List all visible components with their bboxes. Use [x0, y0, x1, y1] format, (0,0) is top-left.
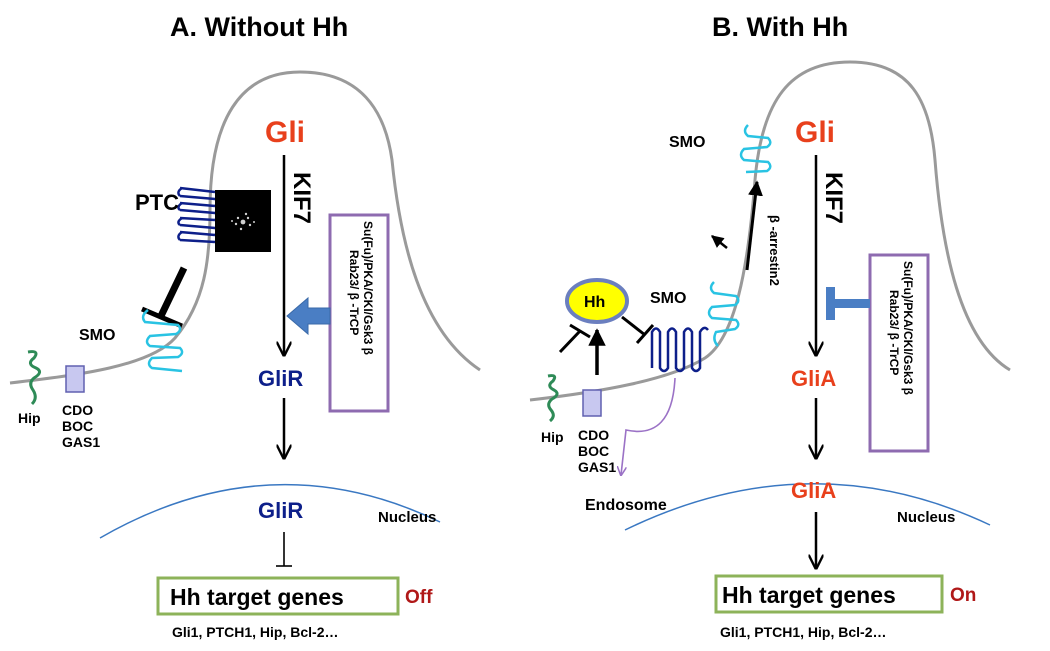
panel-a-gene-list: Gli1, PTCH1, Hip, Bcl-2…	[172, 624, 338, 640]
panel-a-smo-label: SMO	[79, 327, 115, 344]
panel-b-inhibitor-line1: Su(Fu)/PKA/CKI/Gsk3 β	[901, 261, 915, 395]
panel-a-target-genes: Hh target genes	[170, 584, 344, 610]
panel-b-cdo-receptor	[582, 389, 602, 417]
panel-b-smo-top-label: SMO	[669, 134, 705, 151]
panel-a-smo-receptor	[141, 309, 184, 373]
panel-b-arrestin-label: β -arrestin2	[767, 215, 782, 286]
panel-a-nucleus-envelope	[99, 483, 441, 539]
panel-a: A. Without Hh Nucleus Gli KIF7 PTC SMO H…	[9, 12, 481, 640]
panel-a-glir-cytoplasm: GliR	[258, 366, 303, 391]
panel-b-ptc-receptor	[650, 326, 709, 373]
panel-a-ptc-inhibits-smo	[157, 266, 188, 318]
panel-a-inhibitor-block-arrow	[286, 296, 331, 336]
panel-b-smo-mid-receptor	[707, 281, 740, 347]
panel-a-ptc-receptor	[177, 186, 220, 244]
panel-b-hip-inhibits-hh	[558, 329, 582, 354]
panel-a-glir-nucleus: GliR	[258, 498, 303, 523]
panel-a-gli: Gli	[265, 116, 305, 149]
panel-b-inhibitor-box	[868, 253, 930, 453]
panel-a-state: Off	[405, 587, 433, 608]
panel-b-endosome-label: Endosome	[585, 497, 667, 514]
panel-a-hip-protein	[27, 350, 41, 406]
panel-b-gene-list: Gli1, PTCH1, Hip, Bcl-2…	[720, 624, 886, 640]
panel-a-inhibition-bar	[141, 306, 183, 329]
panel-a-gas1-label: GAS1	[62, 434, 100, 450]
panel-b: B. With Hh Nucleus Gli KIF7 SMO SMO β -a…	[529, 12, 1011, 640]
panel-b-nucleus-label: Nucleus	[897, 509, 955, 526]
panel-b-nucleus-envelope	[624, 483, 991, 531]
panel-b-inhibitor-line2: Rab23/ β -TrCP	[887, 290, 901, 375]
panel-b-gli: Gli	[795, 116, 835, 149]
panel-b-cdo-label: CDO	[578, 427, 609, 443]
panel-a-inhibitor-line2: Rab23/ β -TrCP	[347, 250, 361, 335]
panel-b-title: B. With Hh	[712, 12, 848, 42]
panel-b-glia-cytoplasm: GliA	[791, 366, 836, 391]
panel-b-inhibitor-blocked-bar	[826, 287, 835, 320]
panel-a-cdo-receptor	[65, 365, 85, 393]
panel-a-target-genes-box	[156, 576, 400, 616]
panel-a-nucleus-label: Nucleus	[378, 509, 436, 526]
panel-b-state: On	[950, 585, 976, 606]
panel-b-inhibitor-blocked-stem	[833, 299, 870, 308]
panel-b-smo-translocation-arrow	[745, 180, 763, 271]
panel-a-hip-label: Hip	[18, 410, 41, 426]
panel-b-smo-mid-label: SMO	[650, 290, 686, 307]
panel-a-cdo-label: CDO	[62, 402, 93, 418]
panel-b-arrestin-arrow	[711, 235, 728, 249]
panel-b-smo-top-receptor	[739, 124, 772, 174]
panel-b-glia-nucleus: GliA	[791, 478, 836, 503]
panel-b-hip-protein	[547, 374, 559, 423]
panel-b-kif7: KIF7	[820, 172, 847, 224]
panel-a-ptc-label: PTC	[135, 190, 179, 215]
panel-b-target-genes: Hh target genes	[722, 582, 896, 608]
panel-a-boc-label: BOC	[62, 418, 93, 434]
panel-b-hip-inhibition-bar	[569, 323, 591, 339]
panel-b-ptc-inhibition-bar	[635, 324, 655, 344]
panel-b-ptc-to-endosome-arrow	[621, 377, 676, 475]
panel-a-inhibitor-line1: Su(Fu)/PKA/CKI/Gsk3 β	[361, 221, 375, 355]
panel-b-hh-ligand	[565, 278, 629, 324]
panel-b-hh-inhibits-ptc	[621, 315, 646, 337]
panel-b-hip-label: Hip	[541, 429, 564, 445]
panel-b-target-genes-box	[714, 574, 944, 614]
panel-a-ptc-image-dots	[231, 212, 255, 231]
panel-a-kif7: KIF7	[288, 172, 315, 224]
panel-a-title: A. Without Hh	[170, 12, 348, 42]
panel-b-boc-label: BOC	[578, 443, 609, 459]
panel-b-hh-label: Hh	[584, 294, 605, 311]
panel-b-gas1-label: GAS1	[578, 459, 616, 475]
